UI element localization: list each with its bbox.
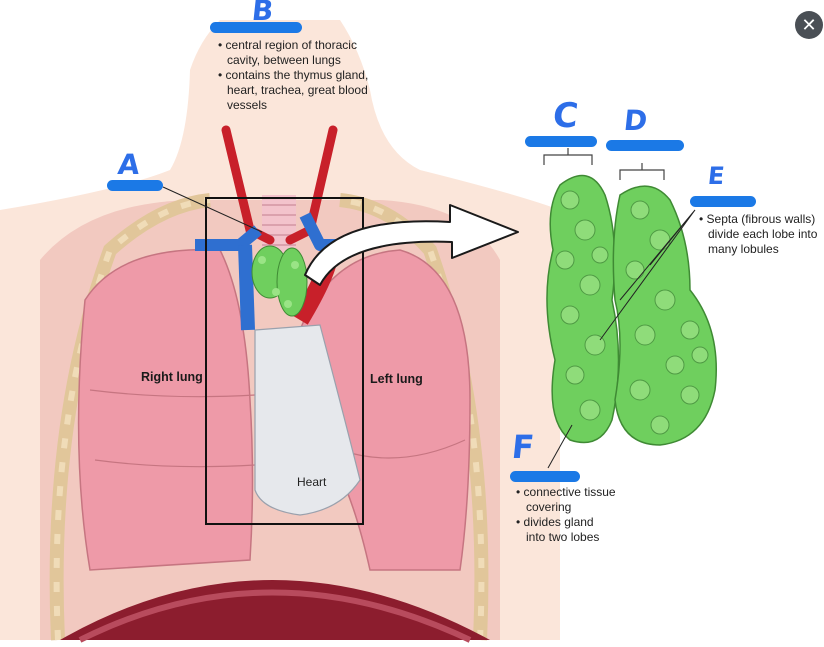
letter-f: F <box>510 428 536 466</box>
heart-label: Heart <box>297 475 327 489</box>
bracket-d <box>619 163 665 180</box>
answer-blank-f <box>510 471 580 482</box>
letter-b: B <box>250 0 276 27</box>
note-e: • Septa (fibrous walls) divide each lobe… <box>699 212 818 256</box>
thymus-in-situ <box>251 245 308 317</box>
letter-c: C <box>550 96 581 136</box>
leader-e <box>599 209 696 341</box>
answer-blank-a <box>107 180 163 191</box>
right-lung <box>77 248 254 571</box>
right-lung-label: Right lung <box>141 370 203 384</box>
letter-a: A <box>116 148 142 181</box>
close-button[interactable]: ✕ <box>795 11 823 39</box>
diaphragm <box>60 580 490 640</box>
bracket-c <box>543 148 593 165</box>
answer-blank-e <box>690 196 756 207</box>
answer-blank-c <box>525 136 597 147</box>
leader-a <box>162 186 263 233</box>
answer-blank-d <box>606 140 684 151</box>
callout-arrow <box>304 204 519 286</box>
note-f: • connective tissue covering • divides g… <box>516 485 616 544</box>
letter-e: E <box>706 162 726 190</box>
heart-shape <box>254 324 361 516</box>
close-icon: ✕ <box>801 15 817 35</box>
left-lung-label: Left lung <box>370 372 423 386</box>
mediastinum-box <box>205 197 364 525</box>
superior-vena-cava <box>238 244 255 331</box>
leader-f <box>547 424 573 469</box>
note-b: • central region of thoracic cavity, bet… <box>218 38 369 112</box>
letter-d: D <box>622 104 649 137</box>
answer-blank-b <box>210 22 302 33</box>
thymus-enlarged <box>546 174 718 446</box>
